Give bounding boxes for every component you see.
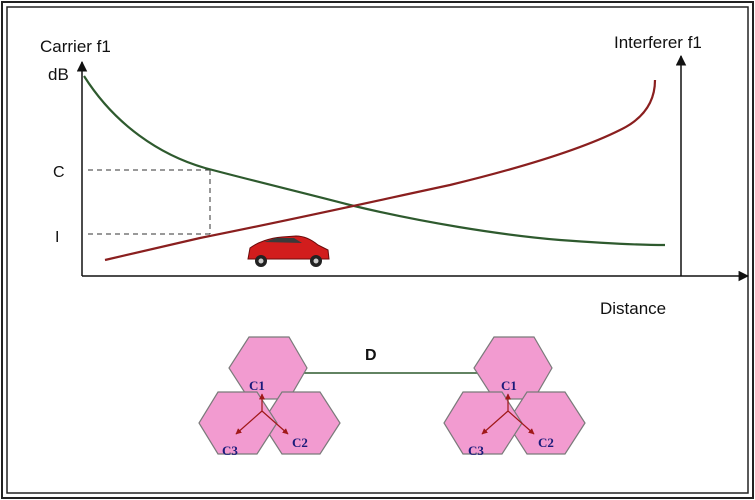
cell-label-c1-left: C1 bbox=[249, 378, 265, 393]
carrier-signal-curve bbox=[83, 75, 666, 247]
cell-label-c3-left: C3 bbox=[222, 443, 238, 458]
cell-c3-left bbox=[198, 391, 278, 455]
cell-cluster-left: C1 C2 C3 bbox=[198, 336, 341, 458]
c-level-label: C bbox=[53, 164, 65, 181]
i-level-label: I bbox=[55, 229, 59, 246]
carrier-axis-label: Carrier f1 bbox=[40, 37, 111, 56]
cell-c3-right bbox=[443, 391, 523, 455]
cell-label-c2-right: C2 bbox=[538, 435, 554, 450]
interferer-signal-curve bbox=[104, 79, 657, 262]
cell-cluster-right: C1 C2 C3 bbox=[443, 336, 586, 458]
interferer-axis-label: Interferer f1 bbox=[614, 33, 702, 52]
cell-label-c1-right: C1 bbox=[501, 378, 517, 393]
red-sports-car-icon bbox=[247, 235, 330, 267]
cell-label-c2-left: C2 bbox=[292, 435, 308, 450]
inner-frame bbox=[6, 6, 749, 494]
db-unit-label: dB bbox=[48, 65, 69, 84]
distance-label: Distance bbox=[600, 299, 666, 318]
cell-label-c3-right: C3 bbox=[468, 443, 484, 458]
reuse-distance-label: D bbox=[365, 347, 377, 364]
cell-c1-left bbox=[228, 336, 308, 400]
